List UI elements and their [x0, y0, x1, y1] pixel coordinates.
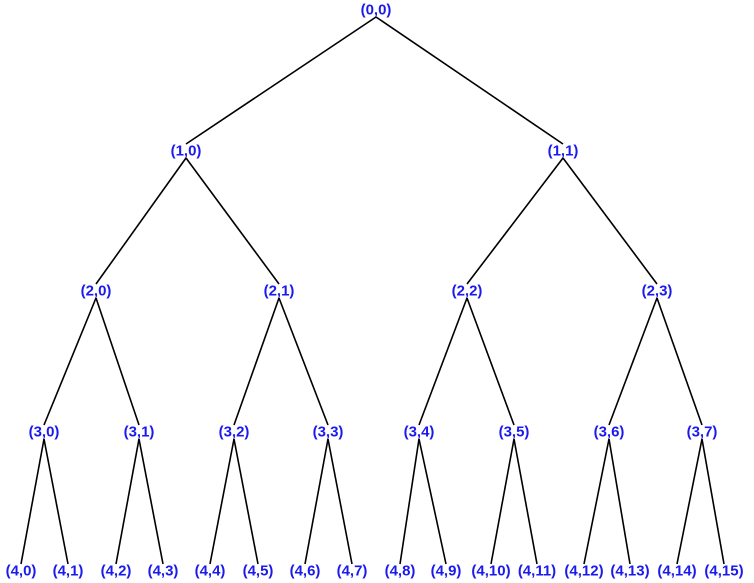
edge-3-1-to-4-3 [138, 438, 164, 565]
edge-2-3-to-3-7 [656, 297, 703, 426]
edge-0-0-to-1-0 [185, 16, 377, 145]
edge-3-0-to-4-1 [43, 438, 69, 565]
edge-1-0-to-2-1 [185, 157, 280, 285]
node-label-1-0: (1,0) [171, 143, 202, 160]
node-label-4-3: (4,3) [148, 563, 179, 580]
node-label-3-2: (3,2) [219, 424, 250, 441]
edge-3-4-to-4-8 [399, 438, 420, 565]
edge-0-0-to-1-1 [375, 16, 564, 145]
node-label-4-1: (4,1) [53, 563, 84, 580]
edge-3-0-to-4-0 [20, 438, 45, 565]
node-label-3-3: (3,3) [313, 424, 344, 441]
edge-3-2-to-4-4 [209, 438, 235, 565]
node-label-4-6: (4,6) [290, 563, 321, 580]
node-label-2-3: (2,3) [642, 283, 673, 300]
node-label-4-9: (4,9) [431, 563, 462, 580]
node-label-3-1: (3,1) [124, 424, 155, 441]
node-label-2-0: (2,0) [81, 283, 112, 300]
edge-1-1-to-2-2 [466, 157, 564, 285]
node-label-4-14: (4,14) [657, 563, 696, 580]
node-label-3-7: (3,7) [687, 424, 718, 441]
edge-3-7-to-4-14 [676, 438, 703, 565]
node-label-4-4: (4,4) [195, 563, 226, 580]
edge-1-0-to-2-0 [95, 157, 187, 285]
node-label-1-1: (1,1) [548, 143, 579, 160]
node-label-3-0: (3,0) [29, 424, 60, 441]
tree-edges [20, 16, 725, 565]
edge-2-0-to-3-1 [95, 297, 140, 426]
edge-3-5-to-4-11 [513, 438, 538, 565]
node-label-4-10: (4,10) [471, 563, 510, 580]
edge-3-3-to-4-6 [304, 438, 329, 565]
node-label-4-5: (4,5) [243, 563, 274, 580]
edge-2-1-to-3-3 [278, 297, 329, 426]
edge-2-2-to-3-4 [418, 297, 468, 426]
node-label-4-0: (4,0) [6, 563, 37, 580]
edge-3-4-to-4-9 [418, 438, 447, 565]
tree-node-labels: (0,0) (1,0) (1,1) (2,0) (2,1) (2,2) (2,3) (3,0)… [6, 2, 744, 580]
edge-3-5-to-4-10 [490, 438, 515, 565]
edge-3-1-to-4-2 [115, 438, 140, 565]
node-label-2-1: (2,1) [264, 283, 295, 300]
node-label-4-7: (4,7) [337, 563, 368, 580]
edge-3-3-to-4-7 [327, 438, 353, 565]
edge-3-6-to-4-12 [583, 438, 610, 565]
edge-3-2-to-4-5 [233, 438, 259, 565]
node-label-3-4: (3,4) [404, 424, 435, 441]
edge-2-1-to-3-2 [233, 297, 280, 426]
node-label-4-2: (4,2) [101, 563, 132, 580]
edge-3-7-to-4-15 [701, 438, 725, 565]
edge-2-0-to-3-0 [43, 297, 97, 426]
edge-2-2-to-3-5 [466, 297, 515, 426]
node-label-4-11: (4,11) [518, 563, 556, 580]
node-label-4-12: (4,12) [564, 563, 603, 580]
node-label-2-2: (2,2) [452, 283, 483, 300]
edge-1-1-to-2-3 [562, 157, 658, 285]
node-label-4-13: (4,13) [610, 563, 649, 580]
edge-3-6-to-4-13 [608, 438, 631, 565]
node-label-0-0: (0,0) [361, 2, 392, 19]
node-label-4-15: (4,15) [704, 563, 743, 580]
node-label-3-5: (3,5) [499, 424, 530, 441]
node-label-4-8: (4,8) [385, 563, 416, 580]
node-label-3-6: (3,6) [594, 424, 625, 441]
edge-2-3-to-3-6 [608, 297, 658, 426]
